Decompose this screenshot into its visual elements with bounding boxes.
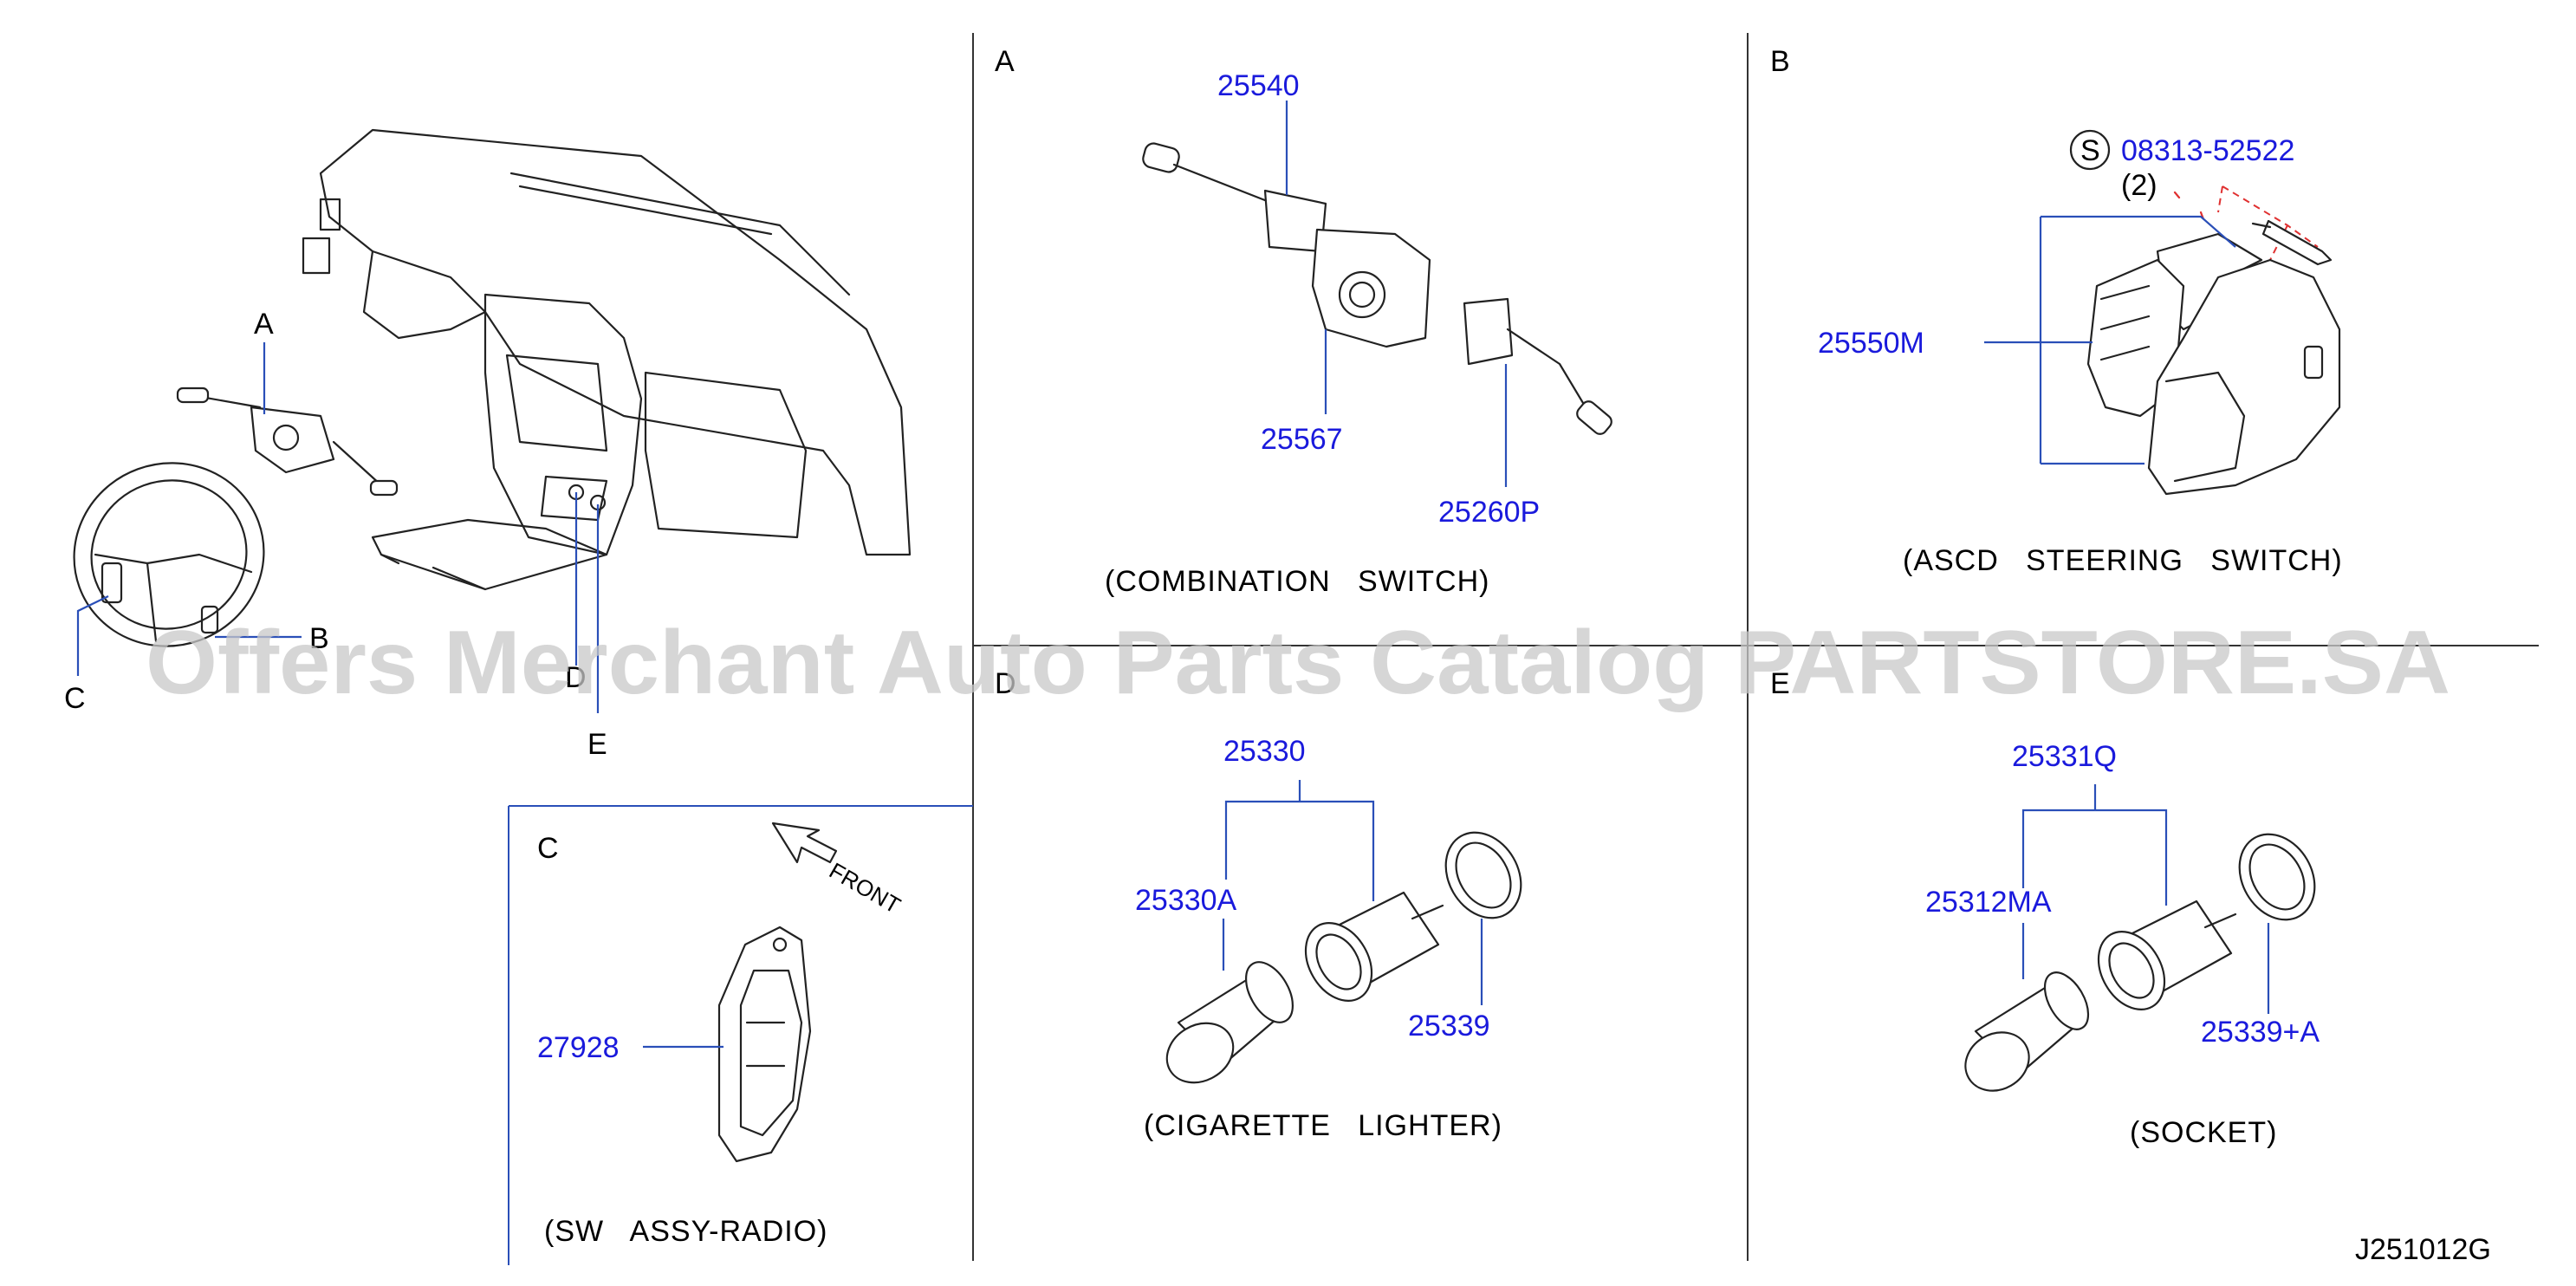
part-08313-52522[interactable]: 08313-52522 (2121, 134, 2294, 167)
section-b-letter: B (1770, 45, 1790, 78)
screw-quantity: (2) (2121, 169, 2157, 202)
radio-switch-drawing (717, 926, 812, 1163)
part-25567[interactable]: 25567 (1261, 423, 1343, 456)
part-25339[interactable]: 25339 (1408, 1010, 1490, 1042)
part-25339-a[interactable]: 25339+A (2201, 1016, 2320, 1049)
section-d-letter: D (995, 667, 1016, 700)
cigarette-lighter-drawing (1165, 831, 1522, 1084)
overview-callout-b: B (309, 622, 329, 655)
overview-callout-d: D (565, 661, 587, 694)
overview-callout-a: A (254, 308, 274, 341)
section-b-caption: (ASCD STEERING SWITCH) (1903, 544, 2343, 577)
section-d-caption: (CIGARETTE LIGHTER) (1144, 1109, 1502, 1142)
overview-steering-wheel (73, 462, 265, 647)
section-a-caption: (COMBINATION SWITCH) (1105, 565, 1489, 598)
socket-drawing (1964, 833, 2316, 1092)
part-25260p[interactable]: 25260P (1438, 496, 1540, 529)
part-25540[interactable]: 25540 (1217, 69, 1300, 102)
watermark: Offers Merchant Auto Parts Catalog PARTS… (146, 613, 2450, 713)
section-b-leaders (1984, 215, 2236, 465)
section-dividers (508, 33, 2539, 1265)
part-25312ma[interactable]: 25312MA (1925, 886, 2052, 919)
combination-switch-drawing (1142, 142, 1612, 435)
ascd-switch-drawing (2086, 185, 2341, 496)
section-e-leaders (2021, 784, 2270, 1014)
section-c-letter: C (537, 832, 559, 865)
diagram-code: J251012G (2355, 1233, 2491, 1266)
std-part-symbol: S (2069, 129, 2111, 171)
part-25550m[interactable]: 25550M (1818, 327, 1924, 360)
section-e-letter: E (1770, 667, 1790, 700)
part-25330[interactable]: 25330 (1223, 735, 1306, 768)
front-label: FRONT (825, 857, 905, 919)
section-a-letter: A (995, 45, 1015, 78)
part-27928[interactable]: 27928 (537, 1031, 620, 1064)
part-25331q[interactable]: 25331Q (2012, 740, 2117, 773)
front-arrow-icon (771, 822, 838, 864)
overview-combination-switch (176, 386, 399, 497)
section-d-leaders (1222, 780, 1483, 1005)
section-a-leaders (1285, 101, 1508, 487)
svg-text:S: S (2080, 134, 2100, 167)
overview-leaders (76, 342, 600, 713)
overview-callout-c: C (64, 682, 86, 715)
section-c-caption: (SW ASSY-RADIO) (544, 1215, 827, 1248)
dashboard-overview (302, 128, 912, 591)
overview-callout-e: E (587, 728, 607, 761)
part-25330a[interactable]: 25330A (1135, 884, 1237, 917)
section-e-caption: (SOCKET) (2130, 1116, 2277, 1149)
